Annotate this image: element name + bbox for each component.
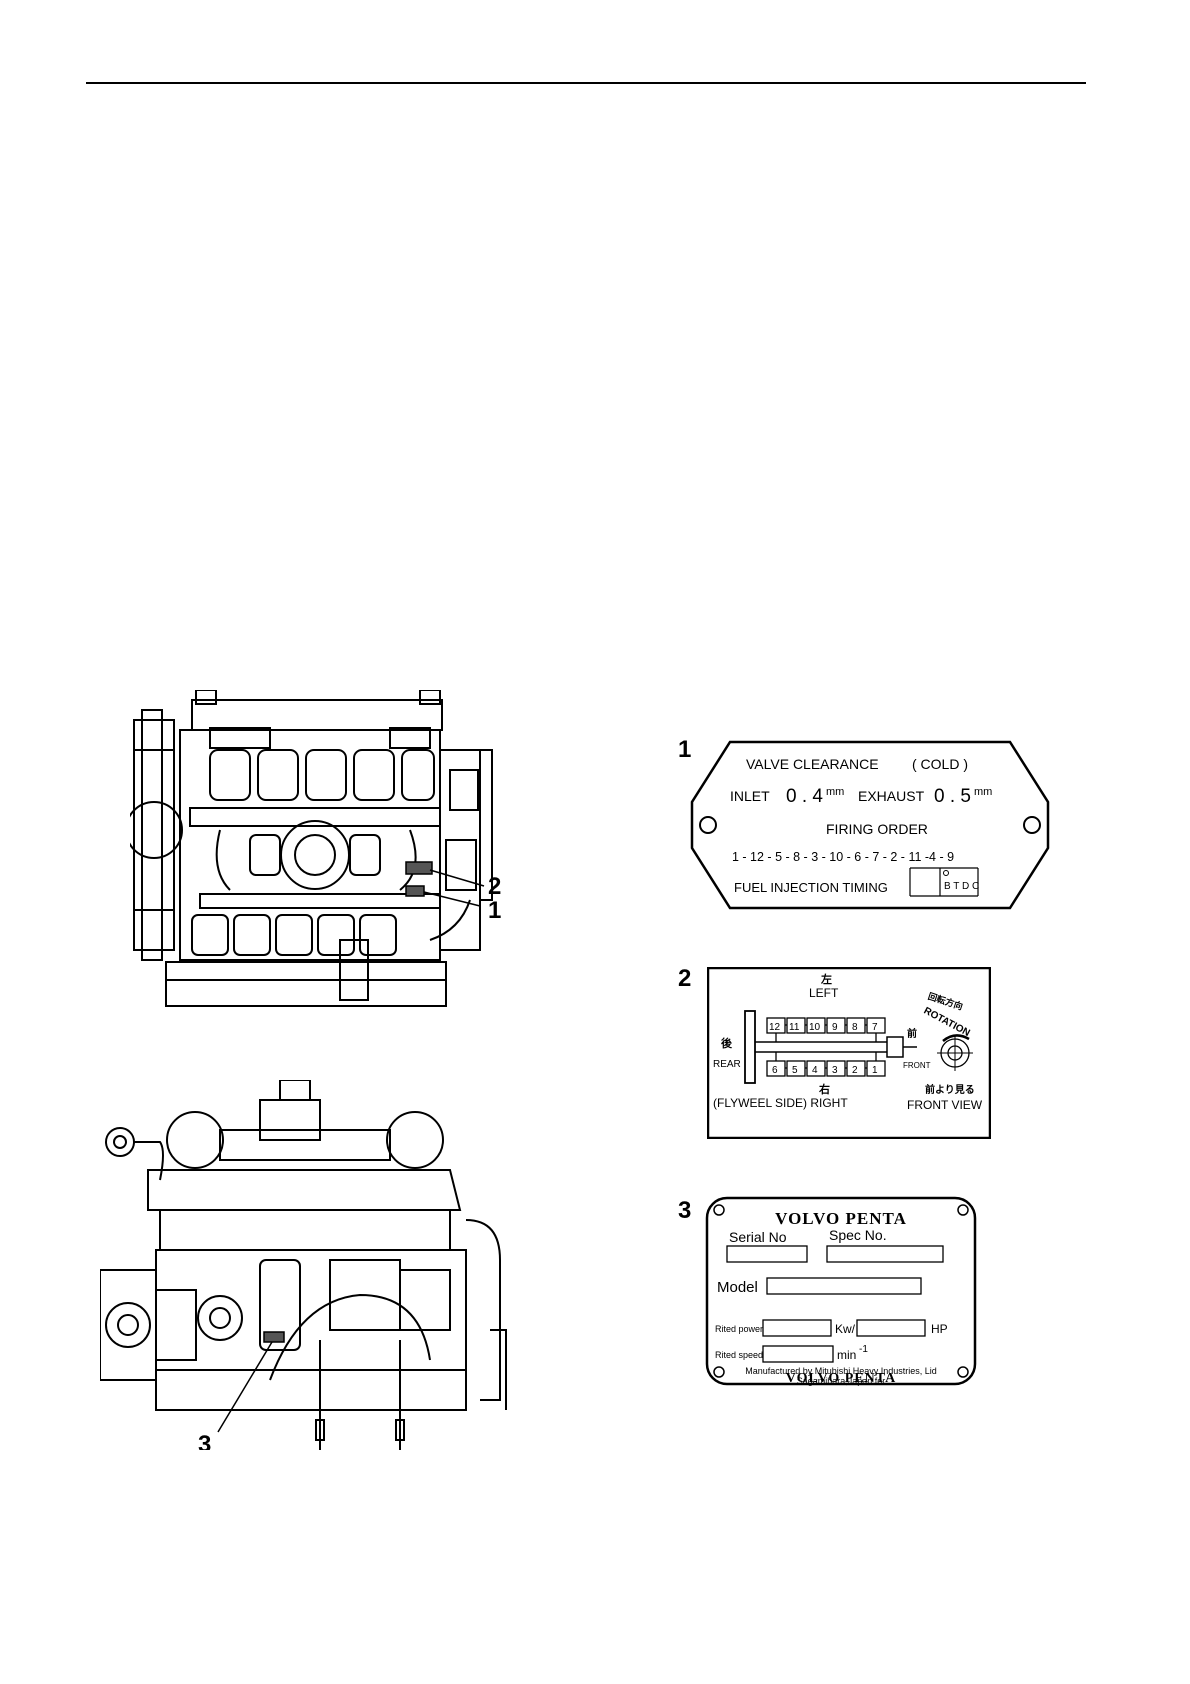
hp-field	[856, 1319, 926, 1337]
inlet-unit: mm	[826, 786, 844, 798]
cyl-12: 12	[769, 1022, 781, 1033]
min-exponent: -1	[859, 1344, 868, 1355]
hp-label: HP	[931, 1322, 948, 1336]
brand-bottom: VOLVO PENTA	[785, 1371, 897, 1386]
manufacturer-line-2: Sagamihara,Japan for	[797, 1376, 886, 1386]
cyl-8: 8	[852, 1022, 858, 1033]
speed-field	[762, 1345, 834, 1363]
left-jp: 左	[820, 972, 832, 986]
plate-1-number: 1	[678, 736, 692, 763]
cold-label: ( COLD )	[912, 756, 968, 772]
spec-label: Spec No.	[829, 1227, 887, 1243]
cyl-2: 2	[852, 1065, 858, 1076]
model-label: Model	[717, 1279, 758, 1296]
exhaust-unit: mm	[974, 786, 992, 798]
firing-order-sequence: 1 - 12 - 5 - 8 - 3 - 10 - 6 - 7 - 2 - 11…	[732, 850, 954, 864]
btdc-label: B T D C	[944, 881, 979, 892]
serial-field	[726, 1245, 808, 1263]
kw-label: Kw/	[835, 1322, 856, 1336]
spec-field	[826, 1245, 944, 1263]
serial-label: Serial No	[729, 1229, 787, 1245]
plate-cylinder-layout: 左 LEFT 12 11 10 9 8 7 6 5 4 3 2 1 後 REAR…	[707, 967, 991, 1139]
right-jp: 右	[818, 1082, 830, 1096]
front-label: FRONT	[903, 1061, 931, 1070]
cyl-11: 11	[789, 1022, 800, 1033]
valve-clearance-title: VALVE CLEARANCE	[746, 756, 879, 772]
min-label: min	[837, 1348, 856, 1362]
rear-label: REAR	[713, 1059, 741, 1070]
cyl-7: 7	[872, 1022, 878, 1033]
plate-volvo-penta-nameplate: VOLVO PENTA Serial No Spec No. Model Rit…	[705, 1196, 977, 1386]
cyl-5: 5	[792, 1065, 798, 1076]
callout-3: 3	[198, 1431, 211, 1450]
brand-top: VOLVO PENTA	[775, 1209, 907, 1228]
inlet-label: INLET	[730, 788, 770, 804]
model-field	[766, 1277, 922, 1295]
plate-valve-clearance: VALVE CLEARANCE ( COLD ) INLET 0 . 4 mm …	[690, 740, 1050, 910]
cyl-10: 10	[809, 1022, 821, 1033]
cyl-1: 1	[872, 1065, 878, 1076]
front-jp: 前	[907, 1027, 917, 1040]
engine-top-view-illustration: 2 1	[130, 690, 501, 1007]
inlet-value: 0 . 4	[786, 786, 823, 807]
callout-2: 2	[488, 873, 501, 900]
exhaust-value: 0 . 5	[934, 786, 971, 807]
engine-side-view-illustration: 3	[100, 1080, 507, 1450]
front-view-label: FRONT VIEW	[907, 1098, 983, 1112]
cyl-6: 6	[772, 1065, 778, 1076]
left-label: LEFT	[809, 986, 839, 1000]
firing-order-label: FIRING ORDER	[826, 821, 928, 837]
front-view-jp: 前より見る	[925, 1083, 975, 1096]
cyl-4: 4	[812, 1065, 818, 1076]
header-rule	[86, 82, 1086, 84]
plate-3-number: 3	[678, 1197, 692, 1224]
plate-2-number: 2	[678, 965, 692, 992]
cyl-9: 9	[832, 1022, 838, 1033]
flywheel-right-label: (FLYWEEL SIDE) RIGHT	[713, 1096, 848, 1110]
fuel-injection-timing-label: FUEL INJECTION TIMING	[734, 880, 888, 895]
rear-jp: 後	[721, 1036, 733, 1050]
rated-power-label: Rited power	[715, 1324, 763, 1334]
manufacturer-line-1: Manufactured by Mitubishi Heavy Industri…	[745, 1366, 937, 1376]
kw-field	[762, 1319, 832, 1337]
exhaust-label: EXHAUST	[858, 788, 925, 804]
callout-1: 1	[488, 897, 501, 924]
cyl-3: 3	[832, 1065, 838, 1076]
rated-speed-label: Rited speed	[715, 1350, 763, 1360]
